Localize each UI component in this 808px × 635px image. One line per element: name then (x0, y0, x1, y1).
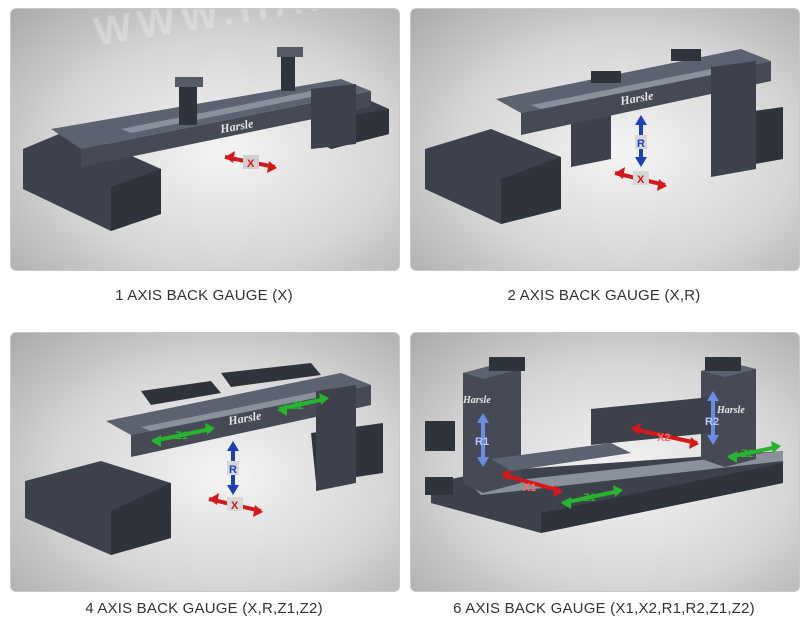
brand-logo-4b: Harsle (462, 395, 491, 406)
back-gauge-2-axis-illustration: Harsle R X (425, 49, 783, 224)
back-gauge-1-axis-illustration: Harsle X (23, 47, 389, 231)
r2-axis-label-4: R2 (705, 416, 719, 428)
r1-axis-label-4: R1 (475, 436, 489, 448)
caption-1: 1 AXIS BACK GAUGE (X) (115, 287, 293, 304)
brand-logo-2: Harsle (618, 88, 655, 108)
back-gauge-4-axis-illustration: Harsle Z1 Z2 R X (25, 363, 383, 555)
caption-4: 6 AXIS BACK GAUGE (X1,X2,R1,R2,Z1,Z2) (453, 600, 755, 617)
x-axis-label-1: X (247, 158, 255, 170)
x-axis-label-3: X (231, 500, 239, 512)
brand-logo-3: Harsle (226, 408, 263, 428)
r-axis-label-3: R (229, 464, 237, 476)
caption-2: 2 AXIS BACK GAUGE (X,R) (507, 287, 701, 304)
x1-axis-label-4: X1 (523, 482, 536, 494)
back-gauge-6-axis-illustration: Harsle Harsle R1 R2 X1 X2 Z1 Z2 (425, 357, 783, 533)
z2-axis-label-3: Z2 (291, 400, 304, 412)
brand-logo-1: Harsle (218, 116, 255, 136)
x2-axis-label-4: X2 (657, 432, 670, 444)
z1-axis-label-4: Z1 (583, 492, 596, 504)
caption-3: 4 AXIS BACK GAUGE (X,R,Z1,Z2) (85, 600, 323, 617)
z2-axis-label-4: Z2 (741, 448, 754, 460)
brand-logo-4a: Harsle (716, 405, 745, 416)
r-axis-label-2: R (637, 138, 645, 150)
panel-2-axis-back-gauge: Harsle R X (410, 8, 800, 271)
z1-axis-label-3: Z1 (175, 430, 188, 442)
panel-6-axis-back-gauge: Harsle Harsle R1 R2 X1 X2 Z1 Z2 (410, 332, 800, 592)
x-axis-label-2: X (637, 174, 645, 186)
panel-1-axis-back-gauge: Harsle X WWW.HARSLE (10, 8, 400, 271)
panel-4-axis-back-gauge: Harsle Z1 Z2 R X (10, 332, 400, 592)
